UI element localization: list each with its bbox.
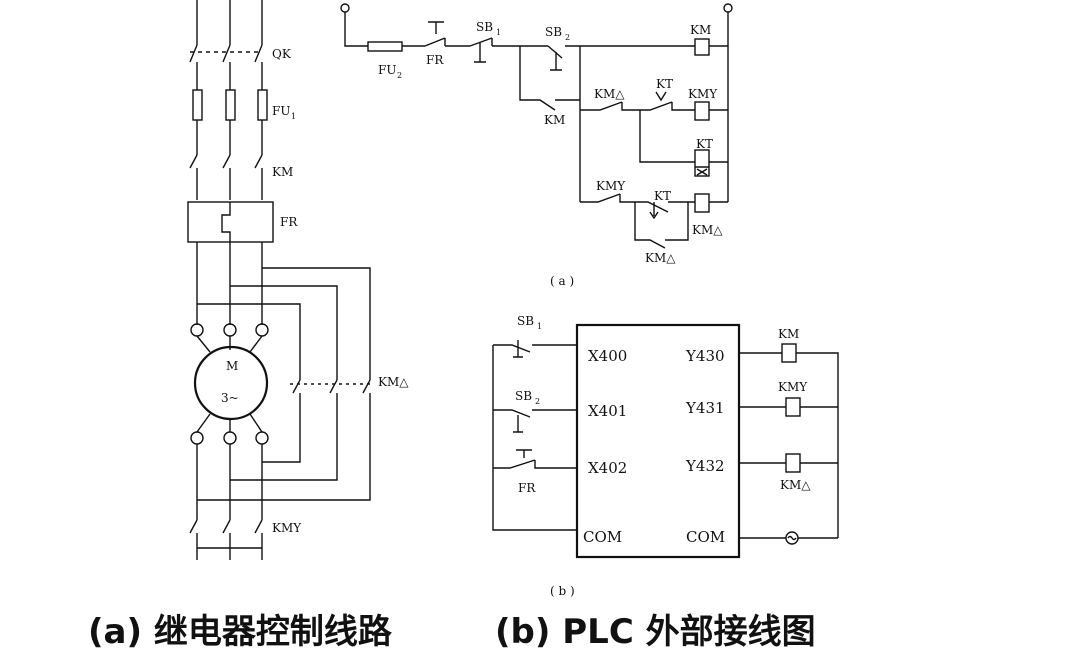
plc-input-com: COM xyxy=(583,528,622,546)
km-delta-nc-contact: KM△ xyxy=(580,87,640,111)
fu2-fuse: FU 2 xyxy=(367,41,403,80)
plc-sb2-subscript: 2 xyxy=(535,397,540,406)
fu1-subscript: 1 xyxy=(291,112,296,121)
main-power-circuit: QK FU 1 KM FR xyxy=(187,0,409,560)
km-delta-label: KM△ xyxy=(378,375,409,389)
sb2-button: SB 2 xyxy=(545,25,570,71)
sb1-label: SB xyxy=(476,20,493,34)
plc-wiring: X400 X401 X402 COM Y430 Y431 Y432 COM SB… xyxy=(492,314,839,598)
fr-nc-contact: FR xyxy=(424,21,446,67)
kmy-contact-label: KMY xyxy=(596,179,626,193)
caption-plc-external-wiring: (b) PLC 外部接线图 xyxy=(495,612,816,652)
fu2-label: FU xyxy=(378,63,396,77)
plc-input-x401: X401 xyxy=(588,402,627,420)
plc-output-y431: Y431 xyxy=(685,399,725,417)
fu1-fuses: FU 1 xyxy=(192,89,296,155)
km-hold-contact: KM xyxy=(519,46,580,127)
plc-km-delta-coil: KM△ xyxy=(780,453,811,492)
caption-relay-control-circuit: (a) 继电器控制线路 xyxy=(88,612,392,652)
motor: M 3~ xyxy=(190,323,269,520)
fr-thermal-relay: FR xyxy=(187,201,298,325)
plc-sb2-button: SB 2 xyxy=(493,389,577,433)
plc-box xyxy=(575,323,741,559)
kmy-label: KMY xyxy=(272,521,302,535)
kt-nc-contact: KT xyxy=(640,77,695,111)
fu2-subscript: 2 xyxy=(397,71,402,80)
plc-km-coil: KM xyxy=(778,327,799,363)
km-delta-contact2-label: KM△ xyxy=(645,251,676,265)
plc-input-x402: X402 xyxy=(588,459,627,477)
ac-source-icon xyxy=(739,531,838,545)
km-coil: KM xyxy=(690,23,711,56)
plc-km-coil-label: KM xyxy=(778,327,799,341)
fr-contact-label: FR xyxy=(426,53,444,67)
kt-coil: KT xyxy=(694,137,713,177)
plc-km-delta-coil-label: KM△ xyxy=(780,478,811,492)
kmy-coil-label: KMY xyxy=(688,87,718,101)
sb1-subscript: 1 xyxy=(496,28,501,37)
motor-m-label: M xyxy=(226,359,238,373)
plc-sb2-label: SB xyxy=(515,389,532,403)
plc-output-y430: Y430 xyxy=(685,347,725,365)
fr-main-label: FR xyxy=(280,215,298,229)
qk-label: QK xyxy=(272,47,292,61)
km-delta-coil-label: KM△ xyxy=(692,223,723,237)
km-main-label: KM xyxy=(272,165,293,179)
km-delta-contact-label: KM△ xyxy=(594,87,625,101)
caption-b-small: ( b ) xyxy=(550,584,575,598)
plc-output-y432: Y432 xyxy=(685,457,725,475)
plc-sb1-button: SB 1 xyxy=(493,314,577,358)
caption-a-small: ( a ) xyxy=(550,274,574,288)
kt-no-contact: KT xyxy=(635,189,695,220)
qk-switch: QK xyxy=(189,44,292,90)
plc-kmy-coil: KMY xyxy=(778,380,808,417)
plc-sb1-label: SB xyxy=(517,314,534,328)
km-delta-seal-contact: KM△ xyxy=(634,202,689,265)
control-circuit: FU 2 FR SB 1 SB 2 KM xyxy=(340,3,733,288)
kt-contact-label: KT xyxy=(656,77,673,91)
km-coil-label: KM xyxy=(690,23,711,37)
plc-fr-contact: FR xyxy=(493,449,577,495)
km-main-contacts: KM xyxy=(189,154,293,200)
km-contact-label: KM xyxy=(544,113,565,127)
plc-output-com: COM xyxy=(686,528,725,546)
km-delta-contacts: KM△ xyxy=(197,375,409,501)
fu1-label: FU xyxy=(272,104,290,118)
kt-coil-label: KT xyxy=(696,137,713,151)
sb2-label: SB xyxy=(545,25,562,39)
plc-fr-label: FR xyxy=(518,481,536,495)
plc-kmy-coil-label: KMY xyxy=(778,380,808,394)
km-delta-coil: KM△ xyxy=(692,193,723,237)
plc-sb1-subscript: 1 xyxy=(537,322,542,331)
kmy-contacts: KMY xyxy=(189,519,302,560)
sb1-button: SB 1 xyxy=(469,20,501,63)
kmy-nc-contact: KMY xyxy=(580,179,635,203)
plc-input-x400: X400 xyxy=(588,347,627,365)
kt-contact2-label: KT xyxy=(654,189,671,203)
kmy-coil: KMY xyxy=(688,87,718,121)
sb2-subscript: 2 xyxy=(565,33,570,42)
motor-phase-label: 3~ xyxy=(221,391,239,405)
